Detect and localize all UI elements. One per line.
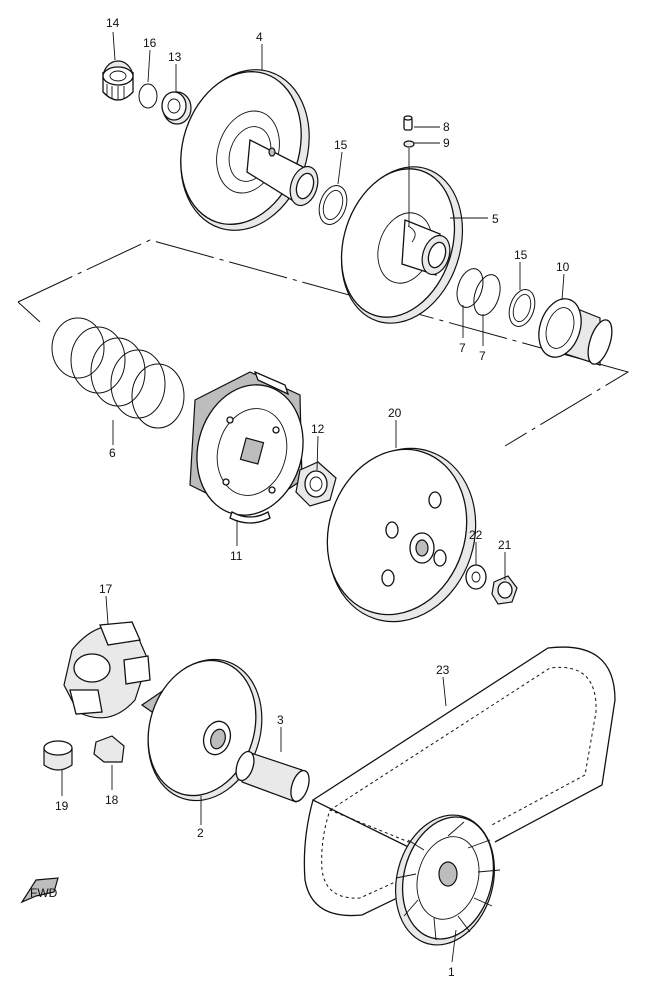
label-12: 12 [311, 422, 325, 436]
part-19-roller-weight [43, 740, 73, 771]
label-14: 14 [106, 16, 120, 30]
part-17-ramp-plate [63, 621, 151, 719]
label-1: 1 [448, 965, 455, 979]
part-10-spring-seat [538, 298, 613, 366]
part-23-drive-belt [303, 646, 616, 917]
part-4-driven-face [180, 69, 319, 231]
label-10: 10 [556, 260, 570, 274]
part-13-bearing [161, 91, 192, 125]
part-11-clutch-shoe-assembly [189, 370, 304, 524]
part-21-nut [491, 575, 518, 605]
part-9-roller [403, 140, 415, 148]
label-18: 18 [105, 793, 119, 807]
part-6-driven-spring [51, 317, 185, 429]
fwd-arrow-icon: FWD [20, 877, 59, 904]
label-17: 17 [99, 582, 113, 596]
part-5-sliding-driven-face [340, 166, 464, 324]
part-15-oil-seal-upper [318, 185, 348, 225]
part-18-slide-piece [93, 735, 125, 763]
label-21: 21 [498, 538, 512, 552]
label-9: 9 [443, 136, 450, 150]
part-12-clutch-nut [295, 461, 337, 507]
label-15-upper: 15 [334, 138, 348, 152]
part-22-washer [465, 564, 487, 590]
part-2-movable-drive-face [140, 658, 263, 802]
part-1-fan-drive-face [394, 814, 501, 946]
label-13: 13 [168, 50, 182, 64]
label-7-a: 7 [459, 341, 466, 355]
part-7-o-ring-a [456, 268, 484, 308]
assembly-frame [17, 239, 630, 447]
label-16: 16 [143, 36, 157, 50]
label-5: 5 [492, 212, 499, 226]
label-8: 8 [443, 120, 450, 134]
part-8-pin [403, 115, 413, 131]
label-11: 11 [230, 549, 243, 563]
part-labels: 14 16 13 4 8 9 15 5 15 10 7 7 6 12 20 11… [55, 16, 570, 979]
label-2: 2 [197, 826, 204, 840]
label-19: 19 [55, 799, 69, 813]
label-3: 3 [277, 713, 284, 727]
part-15-oil-seal-lower [508, 289, 536, 327]
fwd-label: FWD [30, 886, 58, 900]
part-16-circlip [138, 83, 158, 109]
label-7-b: 7 [479, 349, 486, 363]
leader-lines [61, 31, 565, 963]
label-23: 23 [436, 663, 450, 677]
label-6: 6 [109, 446, 116, 460]
part-3-collar [235, 750, 310, 803]
part-7-o-ring-b [473, 274, 501, 316]
label-22: 22 [469, 528, 483, 542]
part-20-clutch-housing [326, 447, 477, 623]
part-14-needle-bearing [102, 60, 134, 101]
label-4: 4 [256, 30, 263, 44]
label-15-lower: 15 [514, 248, 528, 262]
label-20: 20 [388, 406, 402, 420]
